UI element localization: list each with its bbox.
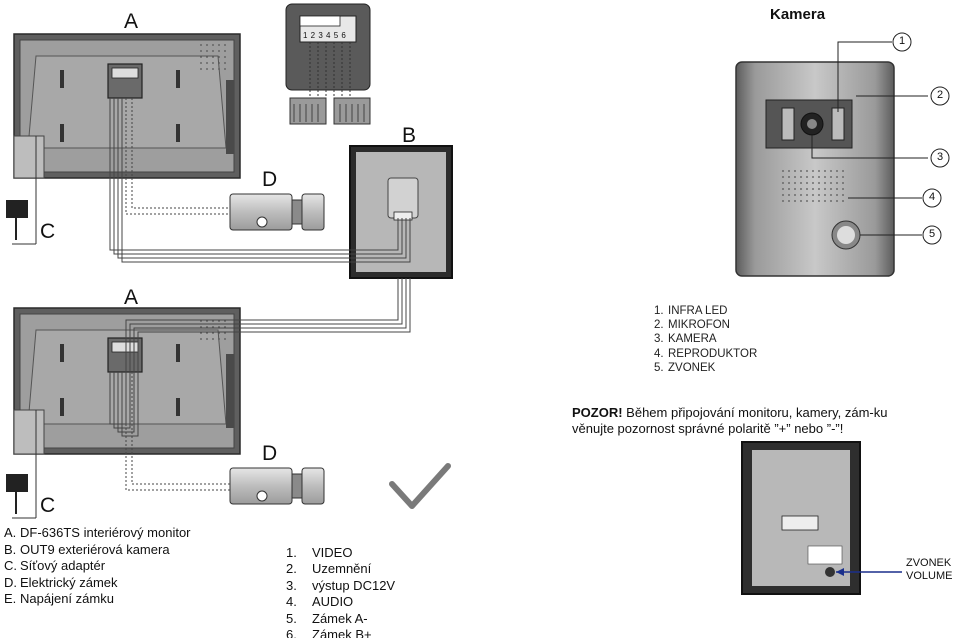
polarity-warning: POZOR! Během připojování monitoru, kamer… xyxy=(572,405,902,437)
callout-4: 4 xyxy=(929,191,936,203)
lock-bottom xyxy=(229,467,325,505)
adapter-bottom xyxy=(6,410,37,519)
connector-zoom xyxy=(285,3,371,125)
camera-part-4: 4.REPRODUKTOR xyxy=(654,347,758,360)
label-monitor-bottom: A xyxy=(124,286,139,309)
legend-item-d: D.Elektrický zámek xyxy=(4,574,118,590)
adapter-top xyxy=(6,136,37,245)
camera-unit-b xyxy=(349,145,453,279)
legend-item-c: C.Síťový adaptér xyxy=(4,558,106,573)
volume-label-line2: VOLUME xyxy=(906,570,953,582)
pin-item-1: 1.VIDEO xyxy=(286,545,353,560)
legend-item-e: E.Napájení zámku xyxy=(4,591,114,606)
warning-text: Během připojování monitoru, kamery, zám-… xyxy=(572,405,888,436)
volume-label-line1: ZVONEK xyxy=(906,557,952,569)
label-camera-unit: B xyxy=(402,124,417,147)
camera-part-5: 5.ZVONEK xyxy=(654,361,716,374)
volume-label: ZVONEK VOLUME xyxy=(906,557,952,583)
warning-strong: POZOR! xyxy=(572,405,623,420)
lock-top xyxy=(229,193,325,231)
legend-item-b: B.OUT9 exteriérová kamera xyxy=(4,541,170,557)
callout-2: 2 xyxy=(937,89,944,101)
label-lock-bottom: D xyxy=(262,442,278,465)
component-legend: A.DF-636TS interiérový monitor B.OUT9 ex… xyxy=(4,525,191,608)
camera-title: Kamera xyxy=(770,6,826,23)
camera-parts-list: 1.INFRA LED 2.MIKROFON 3.KAMERA 4.REPROD… xyxy=(654,304,757,375)
camera-part-2: 2.MIKROFON xyxy=(654,319,730,332)
camera-part-3: 3.KAMERA xyxy=(654,333,717,346)
pin-item-2: 2.Uzemnění xyxy=(286,561,372,577)
legend-item-a: A.DF-636TS interiérový monitor xyxy=(4,525,191,540)
camera-front-view xyxy=(735,32,950,277)
callout-3: 3 xyxy=(937,151,944,163)
monitor-top xyxy=(13,33,241,179)
label-monitor-top: A xyxy=(124,10,139,33)
label-adapter-bottom: C xyxy=(40,494,56,517)
check-mark-icon xyxy=(389,463,451,509)
label-adapter-top: C xyxy=(40,220,56,243)
callout-1: 1 xyxy=(899,35,906,47)
pin-item-3: 3.výstup DC12V xyxy=(286,577,396,593)
monitor-bottom xyxy=(13,307,241,455)
pin-legend: 1.VIDEO 2.Uzemnění 3.výstup DC12V 4.AUDI… xyxy=(286,545,395,638)
pin-item-5: 5.Zámek A- xyxy=(286,610,368,626)
wiring xyxy=(109,98,411,491)
label-lock-top: D xyxy=(262,168,278,191)
camera-back-view xyxy=(741,441,902,595)
pin-item-4: 4.AUDIO xyxy=(286,594,354,610)
camera-part-1: 1.INFRA LED xyxy=(654,305,728,317)
pin-item-6: 6.Zámek B+ xyxy=(286,627,372,638)
connector-pin-numbers: 1 2 3 4 5 6 xyxy=(303,31,347,40)
callout-5: 5 xyxy=(929,228,936,240)
